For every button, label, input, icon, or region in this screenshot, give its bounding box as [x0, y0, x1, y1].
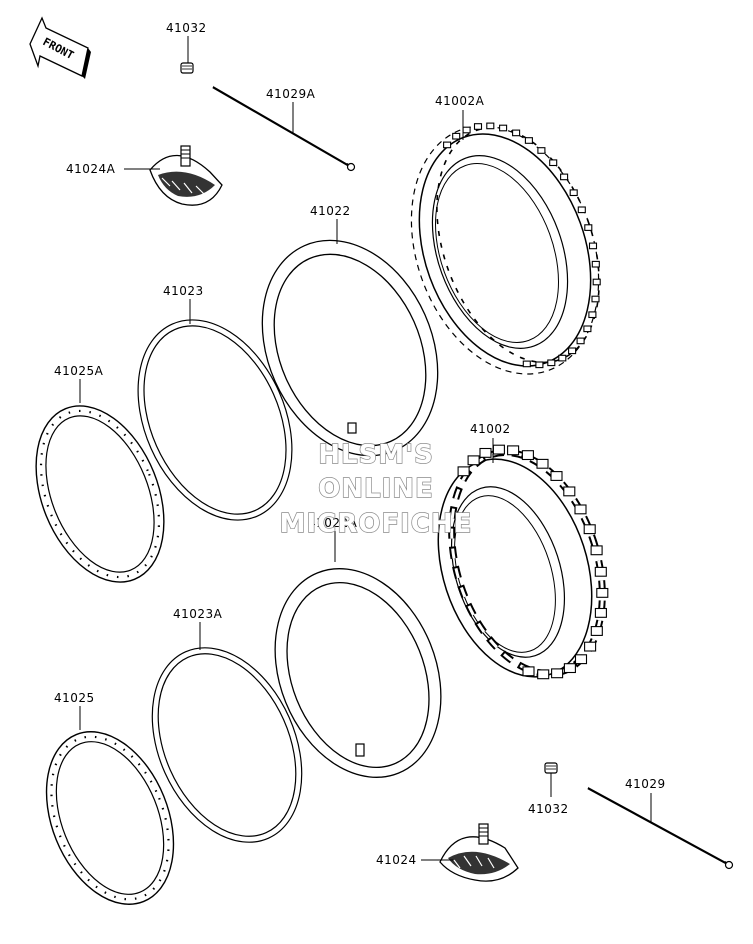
valve-cap-41032-bottom: 41032	[528, 762, 569, 816]
label-41024A: 41024A	[66, 162, 116, 176]
tread-knob	[574, 504, 587, 515]
label-41023A: 41023A	[173, 607, 223, 621]
tread-knob	[594, 607, 607, 618]
tread-knob	[588, 242, 598, 250]
tread-knob	[584, 641, 597, 652]
tread-knob	[473, 123, 483, 130]
rim-41025: 41025	[45, 691, 175, 905]
tube-41022: 41022	[261, 204, 439, 457]
watermark: HLSM'S ONLINE MICROFICHE	[279, 439, 473, 539]
tread-knob	[479, 447, 492, 458]
tread-knob	[507, 445, 520, 456]
tread-knob	[550, 471, 563, 481]
tire-41002: 41002	[437, 422, 609, 680]
tread-knob	[590, 626, 603, 636]
label-41032-bottom: 41032	[528, 802, 569, 816]
tread-knob	[522, 666, 535, 677]
tread-knob	[563, 663, 576, 674]
tread-knob	[512, 129, 521, 137]
tread-knob	[583, 325, 592, 333]
tread-knob	[577, 206, 586, 214]
label-41029A: 41029A	[266, 87, 316, 101]
tread-knob	[457, 466, 470, 477]
rim-lock-41024: 41024	[376, 823, 519, 882]
tread-knob	[522, 360, 531, 368]
tread-knob	[574, 654, 588, 665]
label-41022A: 41022A	[308, 516, 358, 530]
tread-knob	[551, 668, 564, 679]
tread-knob	[583, 524, 596, 535]
label-41023: 41023	[163, 284, 204, 298]
label-41025: 41025	[54, 691, 95, 705]
rim-band-41023: 41023	[137, 284, 293, 521]
label-41002A: 41002A	[435, 94, 485, 108]
tread-knob	[560, 173, 569, 181]
tread-knob	[492, 444, 505, 455]
tread-knob	[462, 126, 471, 134]
tread-knob	[536, 458, 549, 469]
label-41029: 41029	[625, 777, 666, 791]
spoke-41029: 41029	[587, 777, 734, 870]
valve-cap-41032-top: 41032	[166, 21, 207, 74]
tread-knob	[486, 122, 495, 130]
label-41024: 41024	[376, 853, 417, 867]
label-41032-top: 41032	[166, 21, 207, 35]
tread-knob	[535, 361, 544, 369]
tread-knob	[443, 141, 452, 149]
watermark-line-1: HLSM'S	[318, 440, 434, 470]
tread-knob	[576, 337, 585, 345]
tread-knob	[521, 450, 534, 461]
tread-knob	[569, 189, 578, 197]
tread-knob	[591, 260, 600, 268]
front-arrow-icon: FRONT	[29, 16, 91, 79]
tread-knob	[537, 147, 546, 154]
tread-knob	[568, 347, 577, 355]
tread-knob	[596, 587, 609, 598]
spoke-41029A: 41029A	[212, 85, 356, 172]
tread-knob	[537, 669, 550, 680]
tread-knob	[467, 455, 480, 466]
watermark-line-3: MICROFICHE	[280, 509, 473, 539]
tread-knob	[591, 295, 600, 303]
tube-41022A: 41022A	[274, 516, 442, 778]
tread-knob	[452, 132, 461, 140]
tread-knob	[590, 545, 603, 556]
tread-knob	[592, 278, 601, 286]
tread-knob	[594, 566, 607, 577]
rim-41025A: 41025A	[35, 364, 165, 583]
label-41002: 41002	[470, 422, 511, 436]
label-41022: 41022	[310, 204, 351, 218]
tread-knob	[558, 354, 567, 362]
watermark-line-2: ONLINE	[318, 474, 434, 504]
tread-knob	[588, 311, 597, 319]
label-41025A: 41025A	[54, 364, 104, 378]
tread-knob	[584, 224, 593, 231]
tread-knob	[563, 486, 576, 497]
tire-41002A: 41002A	[410, 94, 601, 375]
tread-knob	[549, 159, 558, 167]
tread-knob	[547, 359, 556, 367]
rim-band-41023A: 41023A	[151, 607, 303, 843]
rim-lock-41024A: 41024A	[66, 145, 223, 206]
tread-knob	[499, 124, 508, 132]
tread-knob	[524, 137, 533, 144]
